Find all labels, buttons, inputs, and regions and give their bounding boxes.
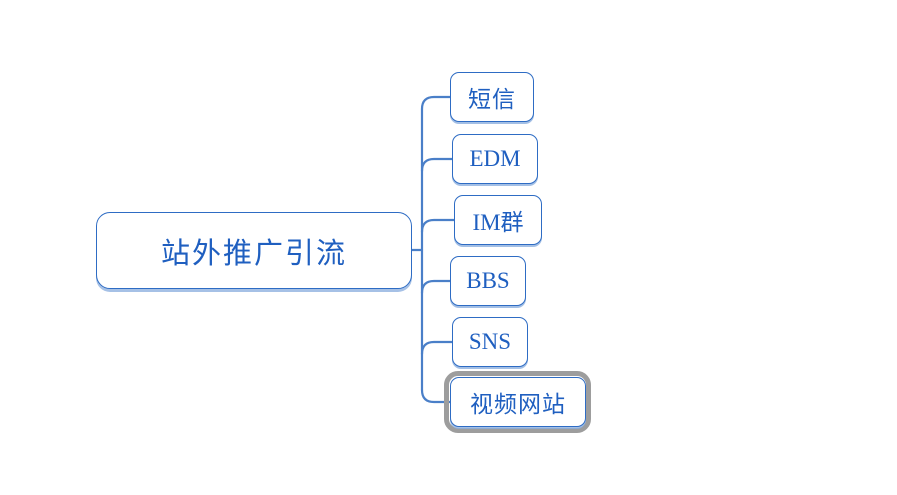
mindmap-root-node[interactable]: 站外推广引流: [96, 212, 412, 289]
node-label: 视频网站: [470, 392, 566, 417]
connector-branch-0: [420, 95, 452, 111]
mindmap-node-sns[interactable]: SNS: [452, 317, 528, 367]
mindmap-node-video-site[interactable]: 视频网站: [450, 377, 586, 427]
node-label: 短信: [468, 87, 516, 112]
node-label: EDM: [469, 146, 521, 171]
connector-branch-2: [420, 218, 456, 234]
node-label: SNS: [468, 329, 512, 354]
mindmap-node-sms[interactable]: 短信: [450, 72, 534, 122]
mindmap-node-edm[interactable]: EDM: [452, 134, 538, 184]
root-node-label: 站外推广引流: [160, 237, 347, 270]
mindmap-node-im-group[interactable]: IM群: [454, 195, 542, 245]
node-label: IM群: [472, 210, 524, 235]
selection-highlight: [444, 371, 591, 433]
mindmap-node-bbs[interactable]: BBS: [450, 256, 526, 306]
connector-branch-3: [420, 279, 452, 295]
node-label: BBS: [466, 268, 510, 293]
connector-branch-4: [420, 340, 454, 356]
connector-branch-1: [420, 157, 454, 173]
